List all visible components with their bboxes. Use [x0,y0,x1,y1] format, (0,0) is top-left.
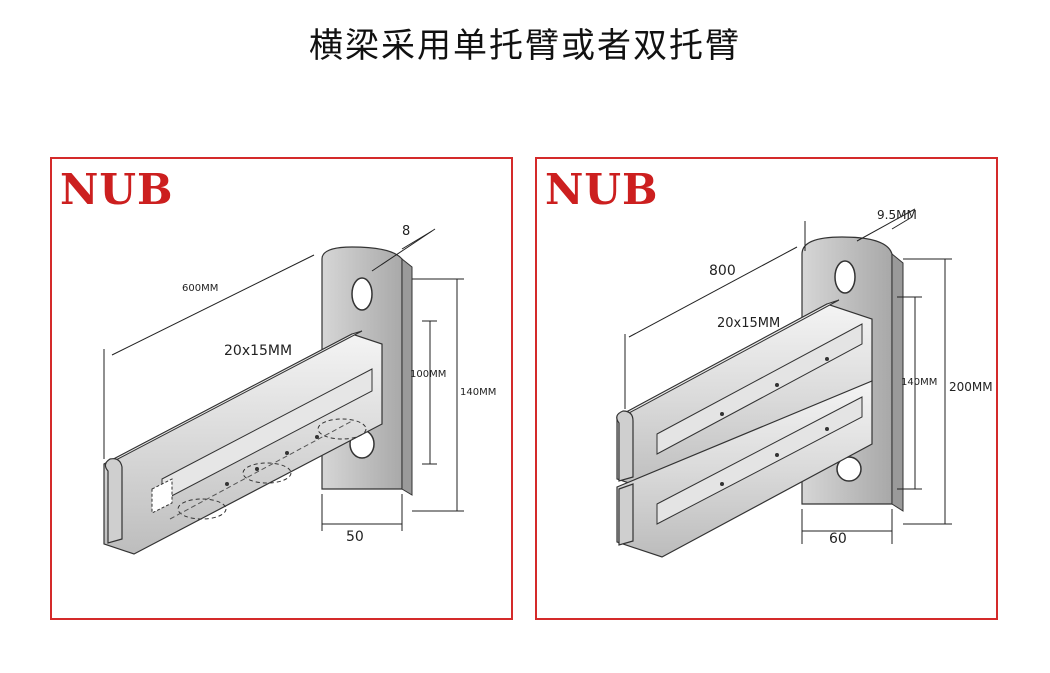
brand-logo: NUB [545,165,659,214]
channel-arm [103,330,383,555]
upper-mounting-hole [351,277,373,311]
dim-length: 800 [709,263,736,279]
dim-height: 140MM [460,387,496,398]
dim-width: 60 [829,531,847,547]
dimension-lines [624,208,952,544]
dim-hole-spacing: 140MM [901,377,937,388]
dim-length: 600MM [182,283,218,294]
dim-slot: 20x15MM [717,316,780,331]
brand-logo: NUB [60,165,174,214]
dim-width: 50 [346,529,364,545]
page-title: 横梁采用单托臂或者双托臂 [309,26,741,66]
dim-thickness: 8 [402,224,410,239]
dim-height: 200MM [949,380,993,394]
double-bracket-drawing: 800 9.5MM 20x15MM 140MM 200MM 60 [616,208,993,558]
upper-mounting-hole [834,260,856,294]
dimension-lines [103,228,464,531]
double-bracket-panel: NUB [535,157,998,620]
single-bracket-panel: NUB [50,157,513,620]
single-bracket-drawing: 600MM 8 20x15MM 100MM 140MM 50 [103,224,496,555]
lower-channel [616,357,873,558]
upper-channel [616,299,873,495]
dim-slot: 20x15MM [224,343,292,359]
dim-thickness: 9.5MM [877,208,917,222]
dim-hole-spacing: 100MM [410,369,446,380]
